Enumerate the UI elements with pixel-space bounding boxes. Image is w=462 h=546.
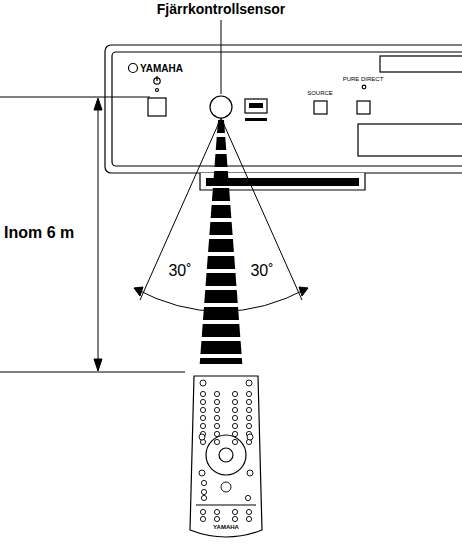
remote-button bbox=[246, 407, 251, 412]
remote-buttons bbox=[199, 380, 253, 522]
remote-button bbox=[245, 495, 250, 500]
remote-button bbox=[200, 415, 205, 420]
beam-segment bbox=[209, 222, 232, 235]
beam-segment bbox=[206, 273, 237, 286]
beam-segment bbox=[203, 307, 239, 320]
angle-label: 30˚ bbox=[168, 262, 191, 280]
brand-logo: YAMAHA bbox=[213, 524, 239, 531]
remote-button bbox=[247, 470, 253, 476]
remote-button bbox=[201, 489, 206, 494]
remote-button bbox=[232, 415, 237, 420]
angle-fan bbox=[134, 118, 308, 312]
remote-button bbox=[246, 380, 252, 386]
remote-button bbox=[246, 509, 251, 514]
remote-button bbox=[232, 407, 237, 412]
beam-segment bbox=[217, 120, 225, 133]
remote-button bbox=[201, 480, 206, 485]
beam-segment bbox=[211, 205, 232, 218]
beam-segment bbox=[208, 239, 234, 252]
remote-button bbox=[246, 391, 251, 396]
dimension-lines bbox=[0, 20, 221, 372]
device-front bbox=[105, 45, 462, 190]
beam-segment bbox=[212, 188, 230, 201]
brand-logo: YAMAHA bbox=[140, 63, 183, 74]
remote-button bbox=[232, 391, 237, 396]
beam-segment bbox=[214, 154, 227, 167]
remote-button bbox=[246, 399, 251, 404]
beam-segment bbox=[202, 324, 241, 337]
remote-button bbox=[201, 495, 206, 500]
ir-beam bbox=[200, 120, 243, 364]
remote-button bbox=[200, 509, 205, 514]
remote-button bbox=[247, 434, 253, 440]
remote-control bbox=[190, 376, 262, 537]
remote-button bbox=[200, 423, 205, 428]
beam-segment bbox=[207, 256, 235, 269]
remote-button bbox=[214, 423, 219, 428]
button-label: PURE DIRECT bbox=[343, 76, 384, 83]
remote-button bbox=[200, 391, 205, 396]
remote-button bbox=[200, 380, 206, 386]
remote-button bbox=[214, 415, 219, 420]
remote-button bbox=[246, 415, 251, 420]
remote-button bbox=[232, 509, 237, 514]
remote-button bbox=[232, 439, 237, 444]
remote-button bbox=[214, 516, 219, 521]
remote-button bbox=[200, 516, 205, 521]
remote-button bbox=[214, 407, 219, 412]
remote-button bbox=[214, 509, 219, 514]
remote-button bbox=[246, 516, 251, 521]
remote-button bbox=[199, 434, 205, 440]
beam-segment bbox=[216, 137, 227, 150]
remote-button bbox=[214, 431, 219, 436]
remote-button bbox=[200, 399, 205, 404]
remote-button bbox=[232, 399, 237, 404]
remote-button bbox=[214, 399, 219, 404]
remote-button bbox=[232, 516, 237, 521]
remote-button bbox=[200, 407, 205, 412]
remote-button bbox=[232, 423, 237, 428]
remote-button bbox=[199, 470, 205, 476]
sensor-label: Fjärrkontrollsensor bbox=[157, 2, 285, 17]
beam-segment bbox=[200, 341, 241, 354]
beam-segment bbox=[200, 358, 243, 364]
beam-segment bbox=[204, 290, 237, 303]
remote-button bbox=[221, 482, 231, 492]
beam-segment bbox=[213, 171, 229, 184]
distance-label: Inom 6 m bbox=[4, 224, 74, 242]
button-label: SOURCE bbox=[307, 90, 333, 97]
remote-button bbox=[246, 423, 251, 428]
remote-button bbox=[232, 431, 237, 436]
remote-button bbox=[214, 391, 219, 396]
remote-button bbox=[214, 439, 219, 444]
angle-label: 30˚ bbox=[250, 262, 273, 280]
